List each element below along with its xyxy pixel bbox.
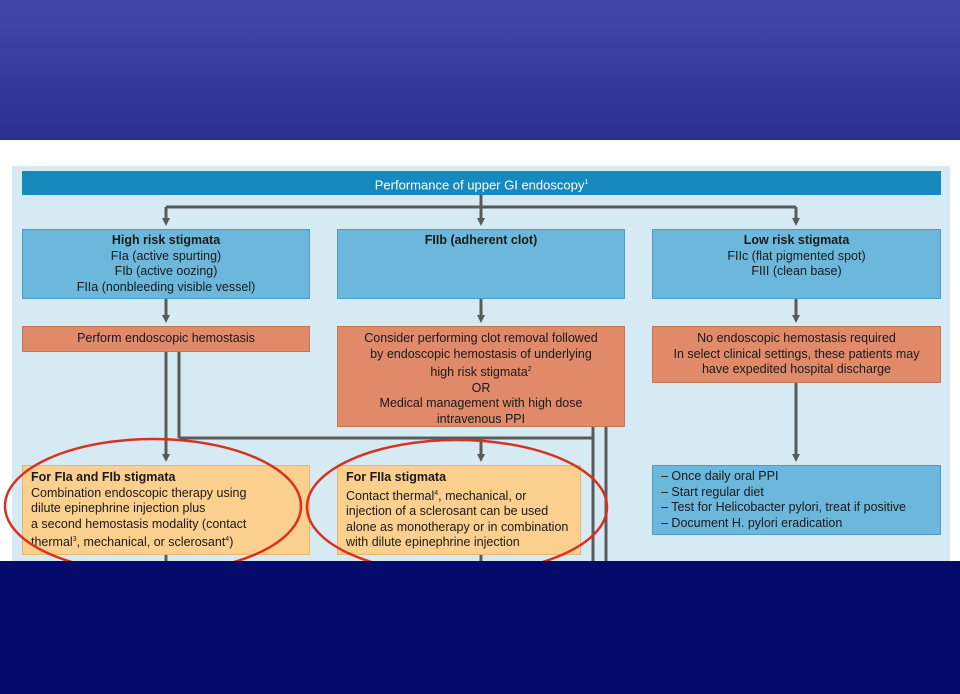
low-risk-title: Low risk stigmata xyxy=(743,233,850,247)
highlight-ellipse xyxy=(305,438,609,576)
highlight-ellipse xyxy=(3,437,303,575)
care-list-item: – Document H. pylori eradication xyxy=(661,515,843,530)
endoscopy-header-box: Performance of upper GI endoscopy1 xyxy=(22,171,941,195)
adherent-clot-box: FIIb (adherent clot) xyxy=(337,229,625,299)
low-risk-care-box: – Once daily oral PPI – Start regular di… xyxy=(652,465,941,535)
fia-fib-therapy-box: For FIa and FIb stigmata Combination end… xyxy=(22,465,310,555)
care-list-item: – Once daily oral PPI xyxy=(661,469,779,483)
high-risk-title: High risk stigmata xyxy=(111,233,221,247)
low-risk-line: FIIc (flat pigmented spot) xyxy=(727,248,866,263)
high-risk-line: FIb (active oozing) xyxy=(114,264,218,278)
high-risk-stigmata-box: High risk stigmata FIa (active spurting)… xyxy=(22,229,310,299)
low-risk-stigmata-box: Low risk stigmata FIIc (flat pigmented s… xyxy=(652,229,941,299)
no-hemostasis-box: No endoscopic hemostasis required In sel… xyxy=(652,326,941,383)
bottom-band xyxy=(0,561,960,694)
clot-removal-box: Consider performing clot removal followe… xyxy=(337,326,625,427)
fiia-therapy-box: For FIIa stigmata Contact thermal4, mech… xyxy=(337,465,581,555)
fia-fib-title: For FIa and FIb stigmata xyxy=(31,470,176,484)
high-risk-line: FIa (active spurting) xyxy=(110,248,222,263)
low-risk-line: FIII (clean base) xyxy=(751,264,842,278)
care-list-item: – Start regular diet xyxy=(661,484,764,499)
adherent-clot-title: FIIb (adherent clot) xyxy=(424,233,538,247)
top-title-band xyxy=(0,0,960,140)
care-list-item: – Test for Helicobacter pylori, treat if… xyxy=(661,500,907,514)
high-risk-line: FIIa (nonbleeding visible vessel) xyxy=(76,279,256,294)
perform-hemostasis-box: Perform endoscopic hemostasis xyxy=(22,326,310,352)
fiia-title: For FIIa stigmata xyxy=(346,470,447,484)
